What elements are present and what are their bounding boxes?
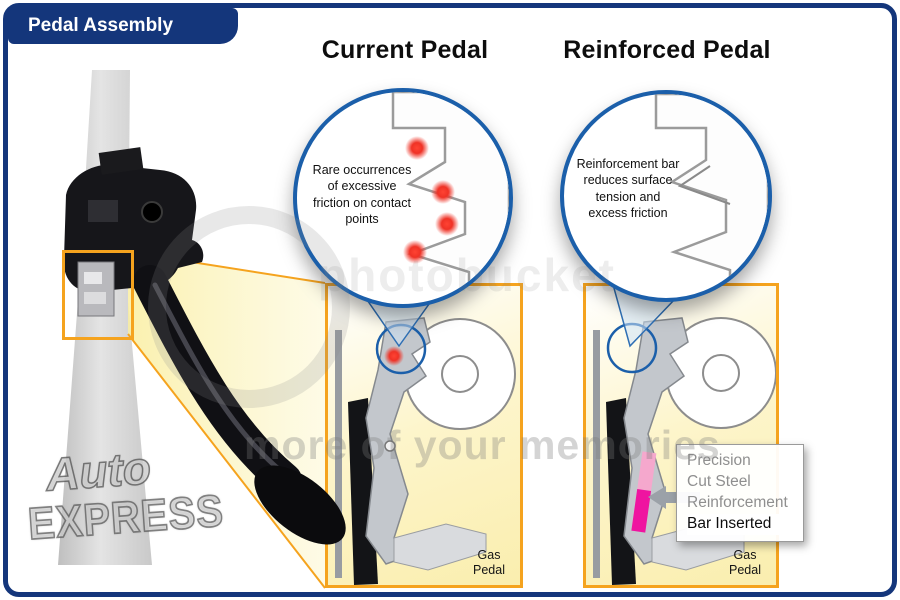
magnified-notch-2 (84, 292, 106, 304)
pivot-hole (702, 354, 740, 392)
heading-reinforced-pedal: Reinforced Pedal (563, 36, 771, 64)
contact-friction-point (384, 346, 404, 366)
cross-section-reinforced (593, 317, 776, 585)
reinforcement-bar-edge (677, 165, 731, 205)
mount-strip (593, 330, 600, 578)
callout-line: Cut Steel (687, 472, 751, 490)
zoom-circle-current: Rare occurrences of excessive friction o… (293, 88, 513, 308)
zoom-note-current: Rare occurrences of excessive friction o… (312, 163, 412, 226)
panel-current-pedal: Gas Pedal (325, 283, 523, 588)
watermark-logo-circle (148, 206, 350, 408)
friction-point-3 (435, 212, 459, 236)
reinforcement-bar (631, 451, 657, 533)
callout-line: Reinforcement (687, 493, 788, 511)
photo-zoom-highlight-box (62, 250, 134, 340)
pedal-pivot (141, 201, 163, 223)
pedal-sensor-shape (98, 147, 144, 175)
pedal-detail (88, 200, 118, 222)
zoom-note-reinforced: Reinforcement bar reduces surface tensio… (576, 157, 680, 220)
bracket-base (393, 523, 487, 571)
reinforcement-callout: Precision Cut Steel Reinforcement Bar In… (676, 444, 804, 542)
mount-strip (335, 330, 342, 578)
heading-current-pedal: Current Pedal (321, 36, 489, 64)
friction-point-2 (431, 180, 455, 204)
friction-point-1 (405, 136, 429, 160)
pedal-pad-shape (254, 465, 346, 545)
zoom-circle-reinforced: Reinforcement bar reduces surface tensio… (560, 90, 772, 302)
comb-shape (654, 94, 768, 298)
callout-arrow-icon (648, 486, 700, 509)
gas-pedal-label: Gas Pedal (473, 547, 505, 578)
title-banner: Pedal Assembly (8, 8, 238, 44)
reinforcement-bar-bottom (631, 489, 652, 533)
magnified-region (77, 261, 115, 317)
reinforcement-bar-top (637, 451, 657, 491)
callout-line-highlight: Bar Inserted (687, 513, 793, 535)
callout-line: Precision (687, 452, 751, 469)
friction-point-4 (403, 240, 427, 264)
page-title: Pedal Assembly (28, 15, 174, 36)
cross-section-current (335, 317, 516, 585)
bracket-section (365, 317, 431, 565)
bolt (384, 440, 396, 452)
gas-pedal-label: Gas Pedal (729, 547, 761, 578)
friction-comb-current (391, 92, 509, 304)
pivot-hole (441, 355, 479, 393)
beam-edge-bottom (127, 333, 326, 589)
friction-comb-reinforced (654, 94, 768, 298)
watermark-tagline: more of your memories (244, 422, 721, 468)
magnified-notch-1 (84, 272, 102, 284)
watermark-ghost-text: photobucket (318, 249, 616, 301)
